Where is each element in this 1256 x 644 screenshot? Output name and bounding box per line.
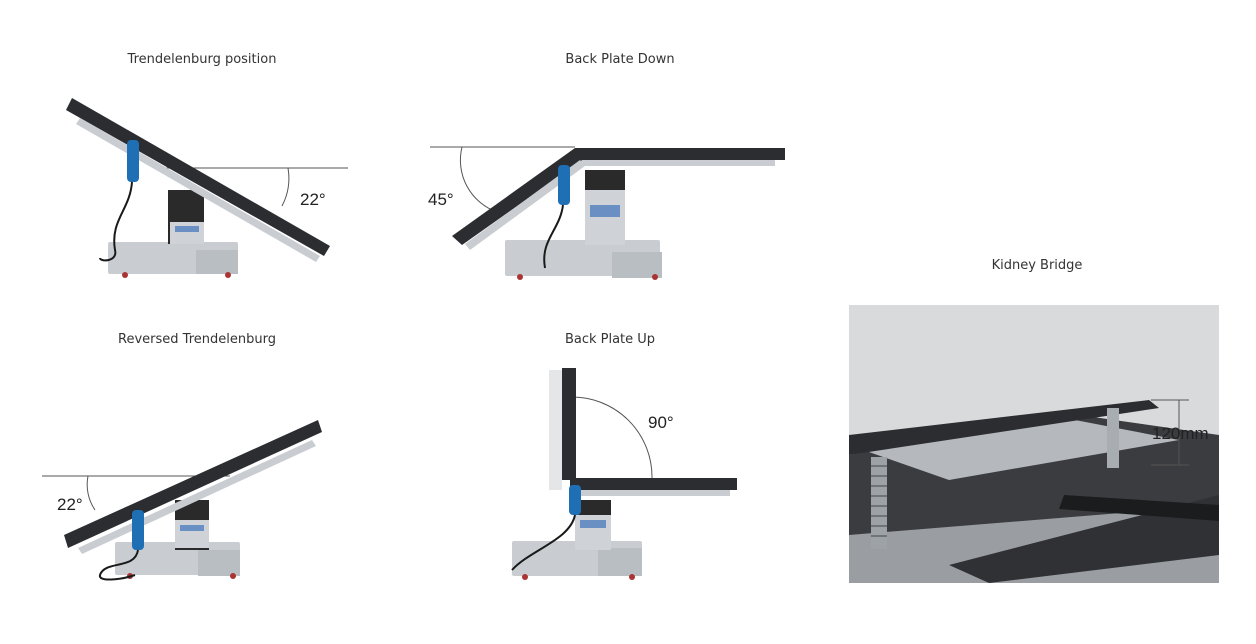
title-trendelenburg: Trendelenburg position — [127, 52, 277, 67]
title-back-plate-up: Back Plate Up — [564, 332, 656, 347]
title-back-plate-down: Back Plate Down — [565, 52, 675, 67]
angle-label-reversed-trendelenburg: 22° — [57, 495, 83, 514]
kidney-bridge-photo — [849, 305, 1219, 583]
title-kidney-bridge: Kidney Bridge — [991, 258, 1083, 273]
angle-label-back-plate-down: 45° — [428, 190, 454, 209]
title-reversed-trendelenburg: Reversed Trendelenburg — [118, 332, 276, 347]
kidney-bridge-height-label: 120mm — [1152, 424, 1209, 443]
angle-label-trendelenburg: 22° — [300, 190, 326, 209]
angle-label-back-plate-up: 90° — [648, 413, 674, 432]
